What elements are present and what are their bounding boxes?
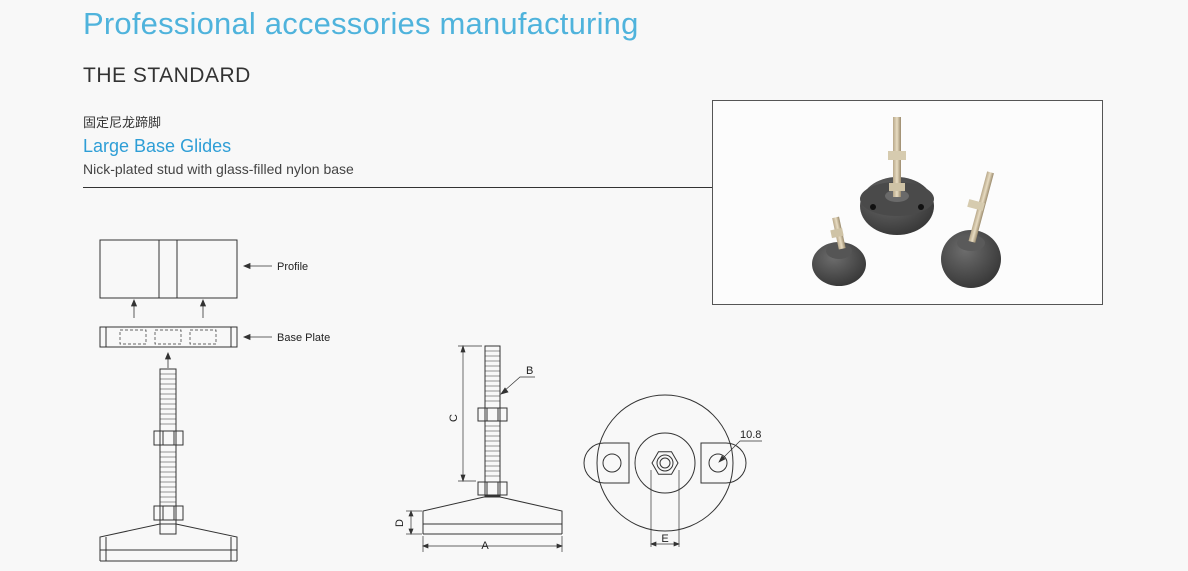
dimension-d xyxy=(406,510,422,535)
profile-leader xyxy=(242,262,272,270)
center-glide-photo xyxy=(860,117,934,235)
dimension-c xyxy=(458,344,482,483)
product-title: Large Base Glides xyxy=(83,136,232,156)
dimension-a-label: A xyxy=(481,540,489,552)
base-plate-drawing xyxy=(99,326,238,348)
glide-side-view-left xyxy=(99,368,238,562)
profile-drawing xyxy=(99,239,238,299)
dimension-e xyxy=(650,470,680,547)
small-glide-photo xyxy=(812,216,866,286)
product-description: Nick-plated stud with glass-filled nylon… xyxy=(83,161,354,177)
section-heading: THE STANDARD xyxy=(83,64,251,87)
right-glide-photo xyxy=(941,171,1001,288)
dimension-hole-label: 10.8 xyxy=(740,429,761,441)
divider-line xyxy=(83,187,713,188)
page-title: Professional accessories manufacturing xyxy=(83,6,639,41)
assembly-arrows xyxy=(130,298,207,368)
dimension-hole xyxy=(718,440,762,463)
dimension-e-label: E xyxy=(661,533,668,545)
base-plate-leader xyxy=(242,333,272,341)
glide-top-view xyxy=(583,394,747,532)
glide-side-view-dimensioned xyxy=(422,345,563,535)
base-plate-label: Base Plate xyxy=(277,332,330,344)
product-name-chinese: 固定尼龙蹄脚 xyxy=(83,116,162,131)
dimension-b xyxy=(500,376,535,395)
dimension-b-label: B xyxy=(526,365,533,377)
profile-label: Profile xyxy=(277,261,308,273)
dimension-d-label: D xyxy=(394,519,406,527)
dimension-a xyxy=(422,536,563,552)
product-photo xyxy=(712,100,1103,305)
dimension-c-label: C xyxy=(448,414,460,422)
